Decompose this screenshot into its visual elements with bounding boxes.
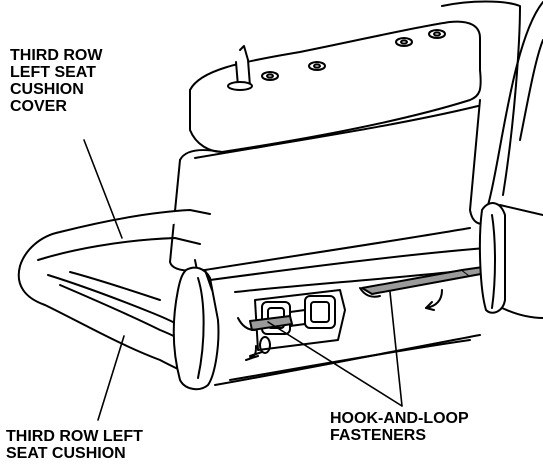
leader-fastener-right xyxy=(389,291,403,407)
seat-back-grommets xyxy=(261,29,446,81)
left-fastener-arrow xyxy=(249,345,257,359)
label-fasteners: HOOK-AND-LOOP FASTENERS xyxy=(330,410,469,444)
right-fastener-strip xyxy=(359,265,493,311)
leader-cushion-cover xyxy=(83,139,123,239)
label-seat-cushion-line-1: THIRD ROW LEFT xyxy=(6,428,143,445)
label-cushion-cover-line-1: THIRD ROW xyxy=(10,47,103,64)
label-seat-cushion-line-2: SEAT CUSHION xyxy=(6,445,126,462)
label-cushion-cover-line-3: CUSHION xyxy=(10,81,84,98)
label-fasteners-line-1: HOOK-AND-LOOP xyxy=(330,410,469,427)
label-seat-cushion: THIRD ROW LEFT SEAT CUSHION xyxy=(6,428,143,462)
seat-back xyxy=(169,20,489,272)
leader-seat-cushion xyxy=(97,335,125,421)
label-cushion-cover: THIRD ROW LEFT SEAT CUSHION COVER xyxy=(10,47,102,115)
leader-lines xyxy=(83,139,403,421)
leader-fastener-left xyxy=(267,321,403,407)
label-cushion-cover-line-2: LEFT SEAT xyxy=(10,64,96,81)
label-fasteners-line-2: FASTENERS xyxy=(330,427,427,444)
seat-base xyxy=(204,247,487,386)
right-bolster xyxy=(478,202,506,314)
left-bolster xyxy=(172,266,220,391)
label-cushion-cover-line-4: COVER xyxy=(10,98,67,115)
headrest-latch xyxy=(227,45,253,91)
